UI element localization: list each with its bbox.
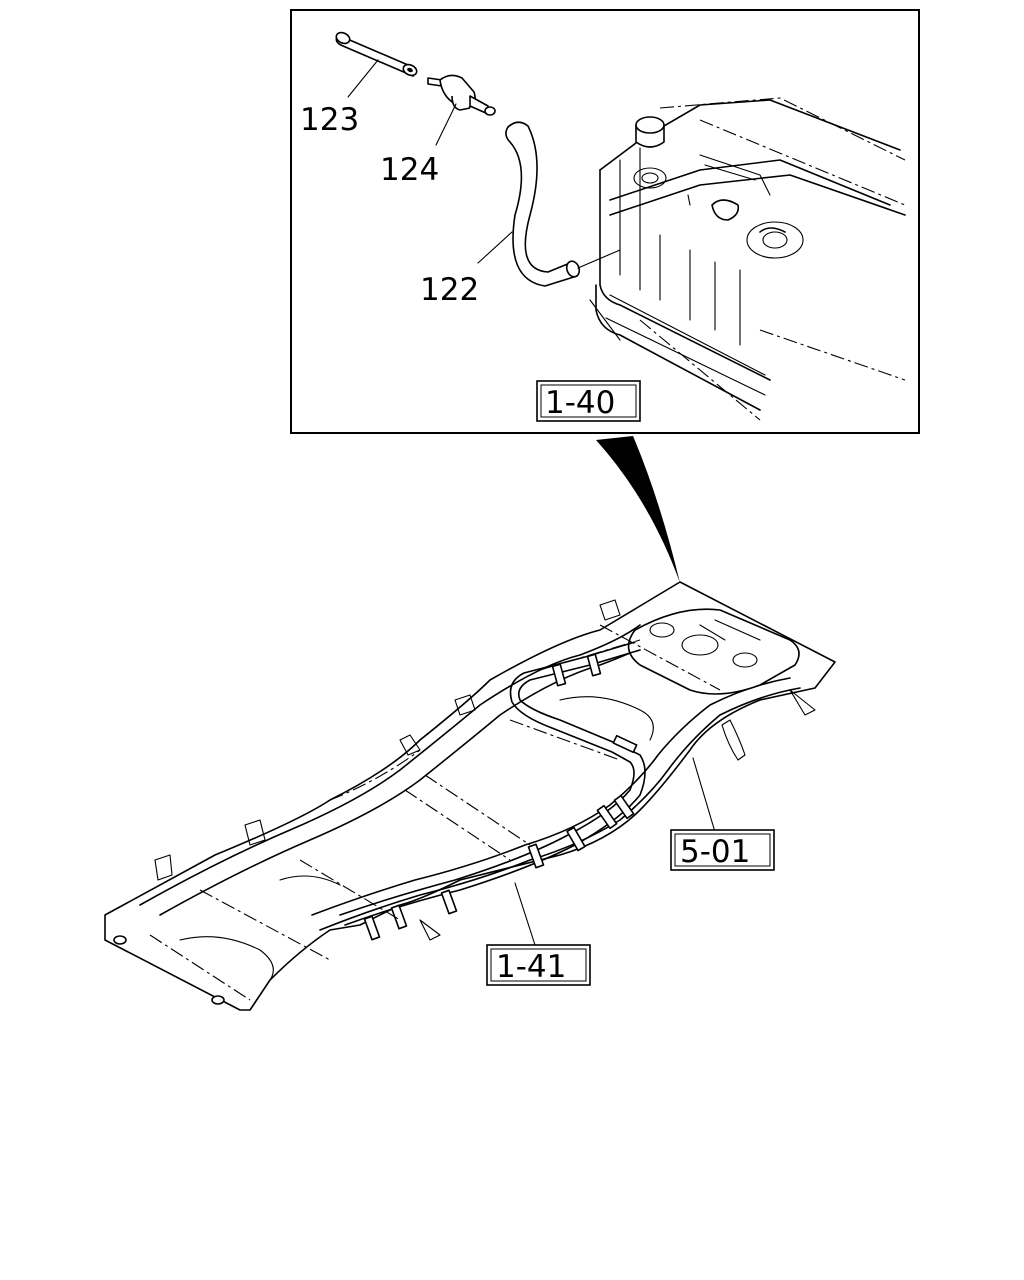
inset-frame (290, 9, 920, 434)
filter-part-124 (427, 74, 496, 116)
part-number-123: 123 (300, 102, 359, 138)
part-number-122: 122 (420, 272, 479, 308)
ref-box-5-01 (670, 829, 775, 871)
leader-123 (347, 59, 379, 98)
line-clips (363, 653, 638, 941)
leader-122 (477, 231, 513, 264)
hose-part-122 (505, 121, 621, 287)
callout-wedge (596, 436, 680, 583)
ref-box-1-40 (536, 380, 641, 422)
ref-label-1-41: 1-41 (496, 949, 566, 985)
ref-label-1-40: 1-40 (545, 385, 615, 421)
leader-1-40 (589, 299, 621, 341)
pipe-part-123 (335, 31, 418, 77)
part-number-124: 124 (380, 152, 439, 188)
ref-label-5-01: 5-01 (680, 834, 750, 870)
chassis-frame-drawing (104, 581, 836, 1011)
leader-1-41 (514, 882, 536, 946)
detail-inset: 123 124 122 1-40 (290, 9, 920, 434)
leader-5-01 (692, 757, 716, 833)
fuel-tank-drawing (595, 97, 906, 421)
ref-box-1-41 (486, 944, 591, 986)
leader-124 (435, 103, 457, 146)
